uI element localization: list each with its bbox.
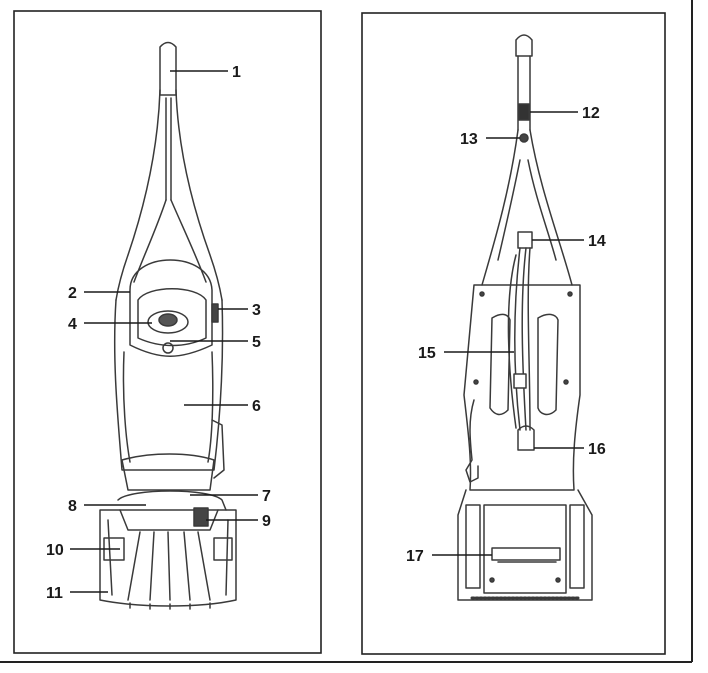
handle-arm-right [175,89,223,301]
accessory-hose [465,399,479,483]
callout-label-4: 4 [68,316,77,333]
front-view-frame [13,10,322,654]
brush-roll-indicator [193,507,209,527]
handle-arm-left [115,89,161,301]
base-outline [99,509,237,607]
base-nozzle-lines [127,531,211,601]
rear-handle-stem [517,55,531,131]
front-view-panel: 1 2 3 4 5 6 7 8 9 10 11 [13,10,322,654]
rear-wheels [465,504,585,589]
body-inner-line [122,351,214,463]
base-left-wheel [103,537,125,561]
base-bottom-ticks [129,602,211,610]
cord-clip [513,373,527,389]
side-switch [211,303,219,323]
callout-label-9: 9 [262,513,271,530]
rear-base-cover [483,504,567,594]
callout-label-8: 8 [68,498,77,515]
rear-cord-hook [519,133,529,143]
rear-panel-left [489,313,511,416]
callout-label-15: 15 [418,345,436,362]
front-view-leaders [70,70,258,593]
callout-label-11: 11 [46,585,63,602]
rear-screw-2 [567,291,573,297]
callout-label-6: 6 [252,398,261,415]
front-view-callouts: 1 2 3 4 5 6 7 8 9 10 11 [46,64,271,602]
tank-latch [162,342,174,354]
rear-switch [518,103,530,121]
tank-window [137,288,207,347]
tank-knob [147,310,189,334]
base-top [117,490,227,511]
callout-label-14: 14 [588,233,606,250]
main-body [113,299,224,471]
rear-body [463,284,581,491]
rear-handle-grip [515,34,533,57]
handle-slot [165,97,172,201]
rear-view-callouts: 12 13 14 15 16 17 [406,105,606,565]
rear-bolt-right [555,577,561,583]
callout-label-16: 16 [588,441,606,458]
callout-label-10: 10 [46,542,64,559]
callout-label-17: 17 [406,548,424,565]
front-view-drawing [99,41,237,610]
handle-inner-left [133,199,167,283]
rear-panel-right [537,313,559,416]
handle-grip [159,41,177,96]
rear-inner-left [497,159,521,261]
cord-hook-top [517,231,533,249]
tank-knob-center [158,313,178,327]
rear-arm-left [481,129,519,286]
tank-dome [129,259,213,357]
callout-label-5: 5 [252,334,261,351]
rear-screw-1 [479,291,485,297]
rear-base [457,489,593,601]
rear-view-frame [361,12,666,655]
rear-arm-right [529,129,573,286]
hose-right [211,419,225,479]
rear-bolt-left [489,577,495,583]
handle-inner-right [170,199,207,283]
rear-view-leaders [432,111,584,556]
base-right-wheel [213,537,233,561]
callout-label-3: 3 [252,302,261,319]
callout-label-7: 7 [262,488,271,505]
base-cover [107,519,229,596]
rear-inner-right [527,159,557,261]
rear-view-drawing [457,34,593,601]
rear-view-panel: 12 13 14 15 16 17 [361,12,666,655]
rear-screw-4 [563,379,569,385]
power-cord-bundle [507,247,531,431]
callout-label-12: 12 [582,105,600,122]
callout-label-1: 1 [232,64,241,81]
rear-screw-3 [473,379,479,385]
lower-tank [121,453,215,491]
callout-label-13: 13 [460,131,478,148]
callout-label-2: 2 [68,285,77,302]
rear-filter-tray [491,547,561,563]
